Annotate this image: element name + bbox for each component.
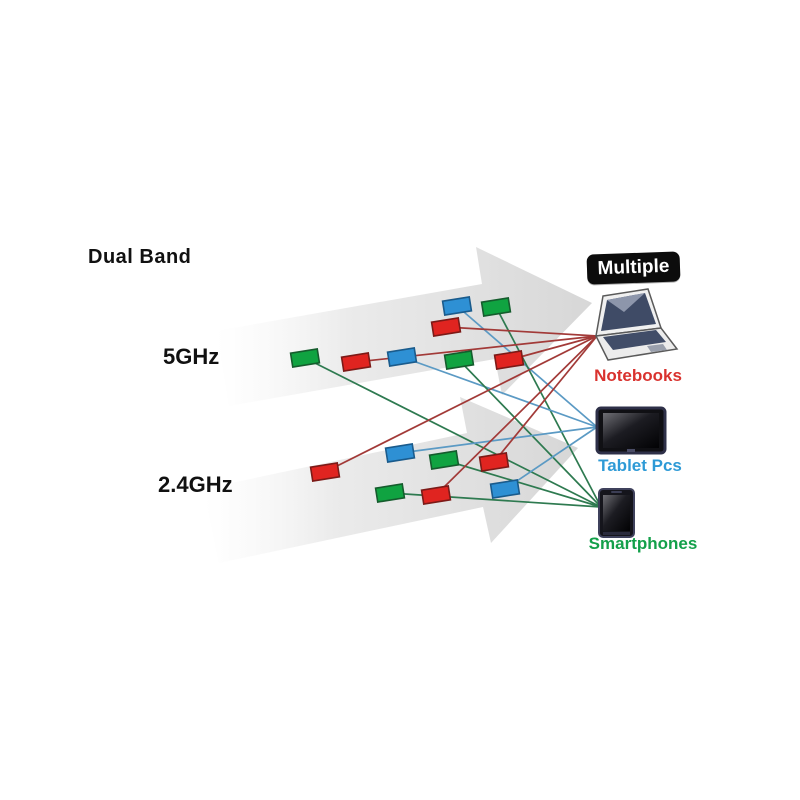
packets-layer — [289, 296, 525, 505]
link-line-red — [493, 335, 598, 463]
link-line-blue — [504, 426, 598, 490]
packet-green — [428, 450, 460, 470]
link-line-blue — [399, 426, 598, 454]
packet-red — [420, 485, 452, 505]
packet-red — [493, 350, 525, 370]
multiple-badge: Multiple — [586, 251, 681, 285]
link-line-blue — [401, 356, 598, 428]
band-label-5ghz: 5GHz — [163, 344, 220, 369]
link-line-green — [458, 359, 602, 508]
link-line-red — [508, 335, 598, 361]
packet-blue — [386, 347, 418, 367]
packet-red — [309, 462, 341, 482]
device-label-smartphones: Smartphones — [588, 534, 698, 553]
packet-blue — [489, 479, 521, 499]
link-line-red — [324, 335, 598, 473]
packet-red — [478, 452, 510, 472]
link-line-red — [435, 335, 598, 496]
link-line-green — [495, 306, 602, 508]
packet-green — [480, 297, 512, 317]
arrow-2-4ghz — [203, 397, 578, 563]
link-line-green — [304, 357, 602, 508]
multiple-badge-text: Multiple — [597, 255, 670, 280]
laptop-icon — [594, 288, 679, 361]
packet-blue — [441, 296, 473, 316]
smartphone-icon — [598, 488, 635, 538]
link-line-green — [443, 459, 602, 508]
packet-blue — [384, 443, 416, 463]
devices — [594, 288, 679, 538]
packet-red — [340, 352, 372, 372]
packet-green — [289, 348, 321, 368]
device-label-tablet-pcs: Tablet Pcs — [598, 456, 682, 475]
links-layer — [304, 305, 602, 508]
device-label-notebooks: Notebooks — [594, 366, 682, 385]
packet-green — [443, 350, 475, 370]
link-line-red — [445, 326, 598, 337]
band-label-2-4ghz: 2.4GHz — [158, 472, 233, 497]
packet-green — [374, 483, 406, 503]
tablet-icon — [595, 406, 667, 455]
diagram-title: Dual Band — [88, 246, 192, 268]
packet-red — [430, 317, 462, 337]
